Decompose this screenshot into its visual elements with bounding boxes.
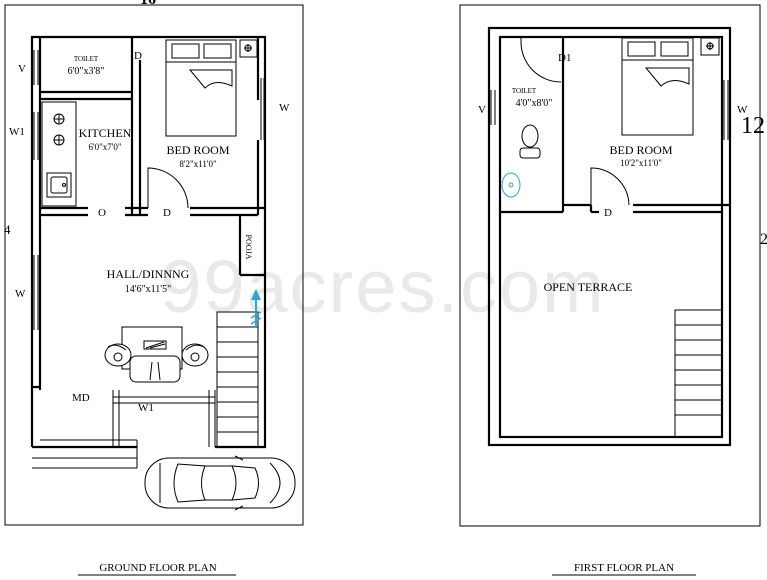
- kitchen-size: 6'0"x7'0": [88, 142, 121, 152]
- ground-plot-boundary: [4, 4, 304, 526]
- watermark: 99acres.com: [160, 245, 606, 328]
- stair-direction-arrow-icon: [250, 289, 262, 328]
- open-terrace-label: OPEN TERRACE: [544, 280, 633, 294]
- side-table: [239, 39, 258, 58]
- bed-icon: [621, 37, 694, 136]
- sofa-icon: [129, 355, 181, 383]
- door-swing: [520, 37, 562, 83]
- toilet-name: TOILET: [512, 87, 537, 95]
- toilet-name: TOILET: [74, 55, 99, 63]
- toilet-room: TOILET 6'0"x3'8": [68, 55, 105, 77]
- kitchen-name: KITCHEN: [79, 126, 132, 140]
- main-door-mark: MD: [72, 392, 90, 404]
- staircase: [674, 309, 723, 438]
- door-mark: D: [134, 50, 142, 62]
- bedroom-name: BED ROOM: [609, 143, 672, 157]
- staircase: [216, 311, 259, 448]
- door-swing: [147, 167, 189, 209]
- ground-floor-plan: 16 4 TOILET: [4, 0, 304, 576]
- armchair-icon: [181, 343, 209, 367]
- inner-wall: [498, 35, 724, 439]
- pooja-room: POOJA: [238, 215, 265, 277]
- hall-size: 14'6"x11'5": [125, 284, 171, 295]
- window: [33, 50, 265, 330]
- ground-floor-caption: GROUND FLOOR PLAN: [99, 562, 216, 574]
- top-dimension-fragment: 16: [140, 0, 156, 8]
- door-swing: [590, 167, 630, 206]
- front-steps: [112, 390, 216, 447]
- bed-icon: [165, 39, 237, 137]
- first-floor-caption: FIRST FLOOR PLAN: [574, 562, 674, 574]
- armchair-icon: [104, 343, 132, 367]
- window-mark: W1: [9, 126, 25, 138]
- toilet-size: 6'0"x3'8": [68, 66, 105, 77]
- door-mark: D1: [558, 52, 571, 64]
- window-mark: W: [737, 104, 748, 116]
- toilet-room: TOILET 4'0"x8'0": [501, 87, 553, 198]
- hall-name: HALL/DINNNG: [107, 267, 190, 281]
- vent-mark: V: [18, 63, 26, 75]
- bedroom-name: BED ROOM: [166, 143, 229, 157]
- pooja-label: POOJA: [244, 235, 253, 260]
- window-mark: W: [279, 102, 290, 114]
- wash-basin-icon: [501, 172, 521, 198]
- window-mark: W: [15, 288, 26, 300]
- left-dimension-fragment: 4: [4, 222, 11, 237]
- toilet-size: 4'0"x8'0": [516, 98, 553, 109]
- window: [490, 80, 729, 140]
- bedroom: BED ROOM 10'2"x11'0": [609, 37, 720, 168]
- vent-mark: V: [478, 104, 486, 116]
- right-dimension-fragment: 2: [760, 231, 767, 248]
- side-table: [700, 37, 720, 56]
- door-mark: D: [163, 207, 171, 219]
- first-floor-plan: 12 2 TOILET 4'0"x8'0" D1: [459, 4, 767, 576]
- outer-wall: [487, 26, 732, 447]
- hall-dining: HALL/DINNNG 14'6"x11'5": [104, 267, 209, 383]
- bedroom-size: 10'2"x11'0": [620, 158, 662, 168]
- first-plot-boundary: [459, 4, 761, 527]
- sink-icon: [46, 172, 72, 198]
- door-mark: D: [604, 207, 612, 219]
- bedroom-size: 8'2"x11'0": [179, 159, 217, 169]
- toilet-bowl-icon: [519, 124, 541, 159]
- kitchen-room: KITCHEN 6'0"x7'0": [41, 101, 132, 207]
- opening-mark: O: [98, 207, 106, 219]
- bedroom: BED ROOM 8'2"x11'0": [165, 39, 258, 169]
- car-icon: [144, 455, 296, 511]
- right-dimension-fragment: 12: [741, 113, 765, 139]
- window-mark: W1: [138, 402, 154, 414]
